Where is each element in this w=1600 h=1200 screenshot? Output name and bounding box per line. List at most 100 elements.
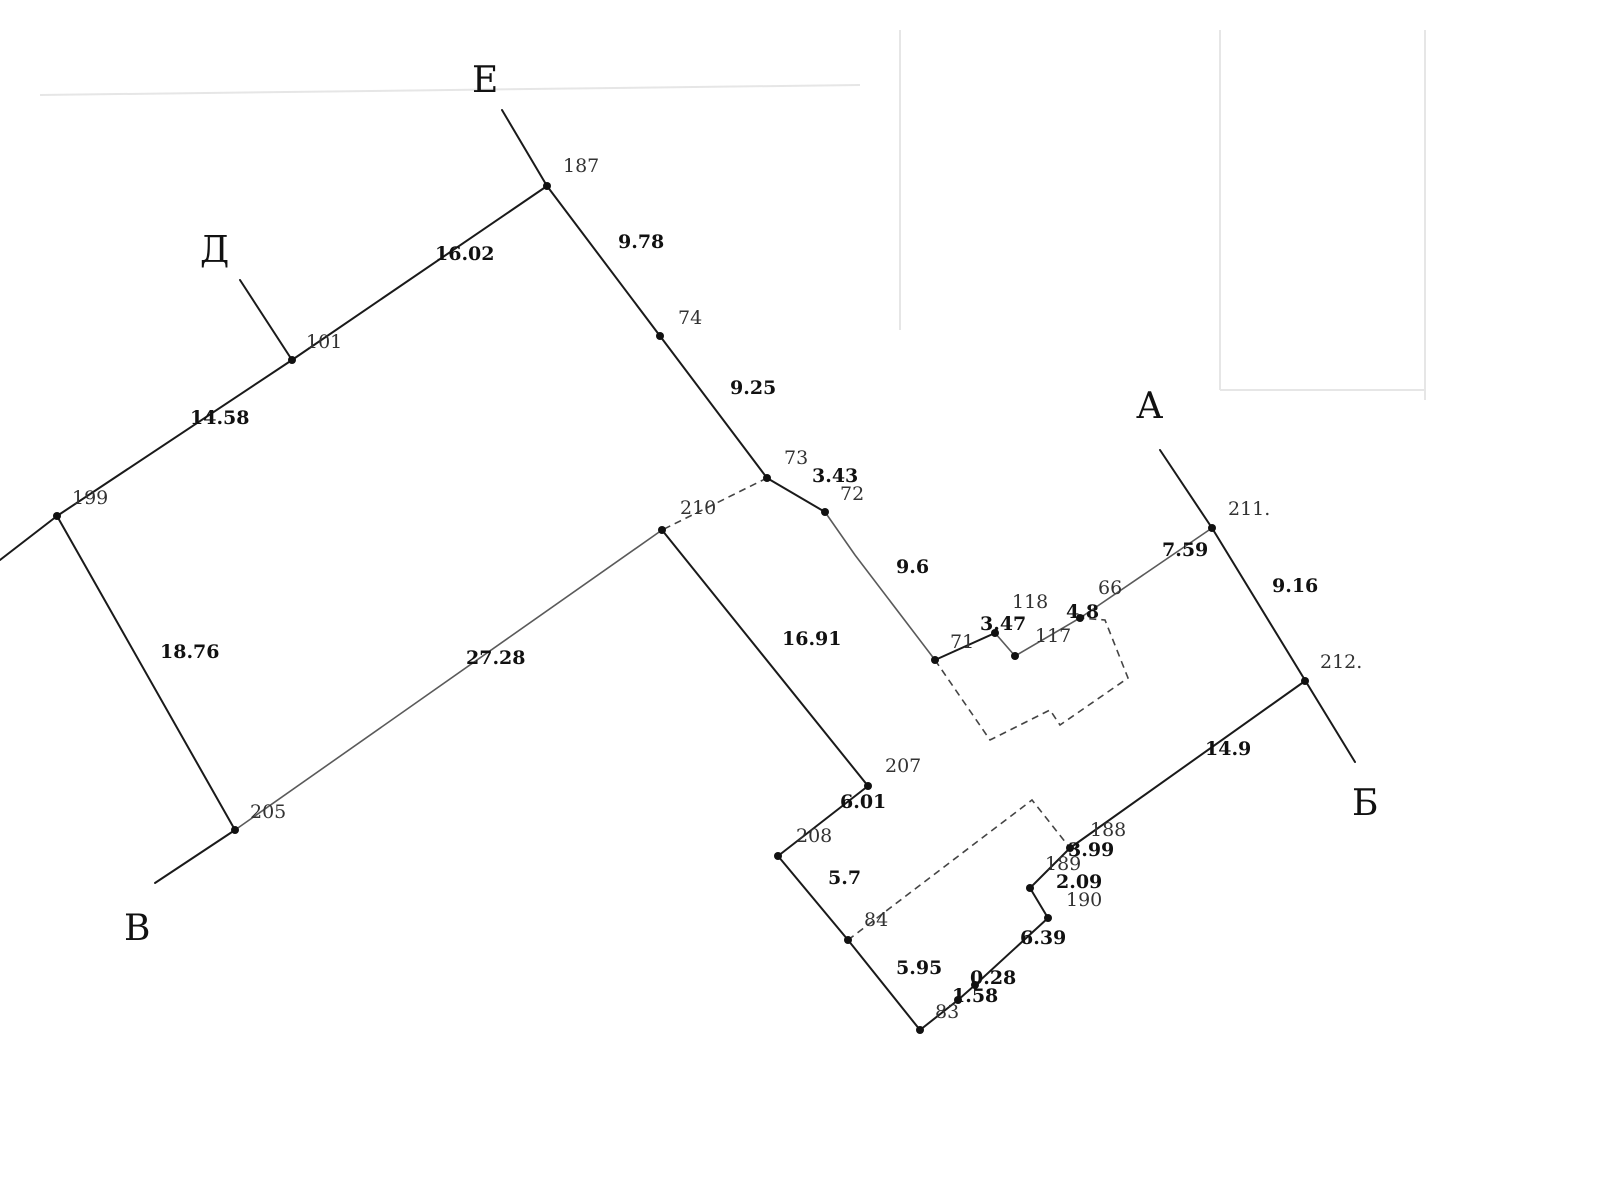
point-label-72: 72 — [840, 483, 864, 505]
line-84-83 — [847, 939, 921, 1031]
point-208 — [774, 852, 782, 860]
point-label-84: 84 — [864, 909, 888, 931]
line-199-205 — [56, 515, 236, 831]
point-71 — [931, 656, 939, 664]
line-A-211 — [1159, 449, 1213, 529]
line-187-101 — [291, 185, 548, 361]
building-lower — [847, 798, 1071, 941]
line-211-66-118 — [994, 527, 1213, 658]
point-83 — [916, 1026, 924, 1034]
point-label-73: 73 — [784, 447, 808, 469]
point-label-211: 211. — [1228, 498, 1270, 520]
point-label-210: 210 — [680, 497, 716, 519]
dim-label-187-101: 16.02 — [435, 243, 495, 265]
line-74-73 — [659, 335, 768, 479]
line-101-199 — [56, 359, 293, 517]
direction-labels: Е Д А Б В — [124, 60, 1378, 949]
point-small-1 — [954, 996, 962, 1004]
dimension-labels: 16.02 14.58 9.78 9.25 3.43 9.6 18.76 27.… — [160, 231, 1318, 1007]
dim-label-212-188: 14.9 — [1205, 738, 1251, 760]
point-small-2 — [971, 981, 979, 989]
dim-label-73-72: 3.43 — [812, 465, 858, 487]
dim-label-210-207: 16.91 — [782, 628, 842, 650]
dim-label-71-118: 3.47 — [980, 613, 1026, 635]
point-label-188: 188 — [1090, 819, 1126, 841]
point-74 — [656, 332, 664, 340]
line-188-212 — [1069, 680, 1306, 849]
direction-label-V: В — [124, 908, 150, 949]
point-210 — [658, 526, 666, 534]
dim-label-187-74: 9.78 — [618, 231, 664, 253]
line-D-101 — [239, 279, 293, 361]
line-187-74 — [546, 185, 661, 337]
direction-label-A: А — [1136, 386, 1163, 427]
point-189 — [1026, 884, 1034, 892]
point-label-190: 190 — [1066, 889, 1102, 911]
line-210-207 — [661, 529, 869, 787]
line-83-190 — [919, 917, 1049, 1031]
point-117 — [1011, 652, 1019, 660]
direction-label-B: Б — [1352, 783, 1378, 824]
line-118-71 — [934, 632, 996, 661]
point-212 — [1301, 677, 1309, 685]
boundary-lines — [0, 109, 1356, 1031]
line-205-210 — [234, 529, 663, 831]
point-205 — [231, 826, 239, 834]
point-187 — [543, 182, 551, 190]
line-73-72 — [766, 477, 826, 513]
point-label-207: 207 — [885, 755, 921, 777]
dim-label-188-189: 3.99 — [1068, 839, 1114, 861]
point-labels: 187 74 73 72 101 199 210 205 207 208 84 … — [72, 155, 1362, 1023]
dim-label-83-small: 1.58 — [952, 985, 998, 1007]
point-188 — [1066, 844, 1074, 852]
point-84 — [844, 936, 852, 944]
point-66 — [1076, 614, 1084, 622]
point-label-199: 199 — [72, 487, 108, 509]
dim-label-small-b: 0.28 — [970, 967, 1016, 989]
building-upper — [934, 617, 1129, 742]
dim-label-211-212: 9.16 — [1272, 575, 1318, 597]
dim-label-84-83: 5.95 — [896, 957, 942, 979]
point-label-71: 71 — [950, 631, 974, 653]
direction-label-E: Е — [472, 60, 498, 101]
point-label-83: 83 — [935, 1001, 959, 1023]
point-118 — [991, 629, 999, 637]
scan-background-artifacts — [39, 30, 1426, 400]
point-label-187: 187 — [563, 155, 599, 177]
line-E-187 — [501, 109, 548, 187]
line-199-left — [0, 515, 58, 561]
line-208-84 — [777, 855, 849, 941]
survey-points — [53, 182, 1309, 1034]
building-outlines — [661, 477, 1129, 941]
dim-label-207-208: 6.01 — [840, 791, 886, 813]
point-label-212: 212. — [1320, 651, 1362, 673]
point-73 — [763, 474, 771, 482]
dash-73-210 — [661, 477, 768, 531]
dim-label-210-205: 27.28 — [466, 647, 526, 669]
dim-label-118-66: 4.8 — [1066, 601, 1099, 623]
point-label-101: 101 — [306, 331, 342, 353]
point-label-118: 118 — [1012, 591, 1048, 613]
point-101 — [288, 356, 296, 364]
line-205-V — [154, 829, 236, 884]
dim-label-208-84: 5.7 — [828, 867, 861, 889]
point-label-117: 117 — [1035, 625, 1071, 647]
dim-label-190-small: 6.39 — [1020, 927, 1066, 949]
line-72-71 — [824, 511, 936, 661]
point-211 — [1208, 524, 1216, 532]
point-label-205: 205 — [250, 801, 286, 823]
dim-label-189-190: 2.09 — [1056, 871, 1102, 893]
point-label-189: 189 — [1045, 853, 1081, 875]
direction-label-D: Д — [200, 230, 229, 271]
line-207-208 — [777, 785, 869, 857]
point-199 — [53, 512, 61, 520]
point-label-74: 74 — [678, 307, 702, 329]
dim-label-72-71: 9.6 — [896, 556, 929, 578]
point-label-208: 208 — [796, 825, 832, 847]
point-label-66: 66 — [1098, 577, 1122, 599]
dim-label-74-73: 9.25 — [730, 377, 776, 399]
dim-label-101-199: 14.58 — [190, 407, 250, 429]
point-72 — [821, 508, 829, 516]
line-211-212-B — [1211, 527, 1356, 763]
